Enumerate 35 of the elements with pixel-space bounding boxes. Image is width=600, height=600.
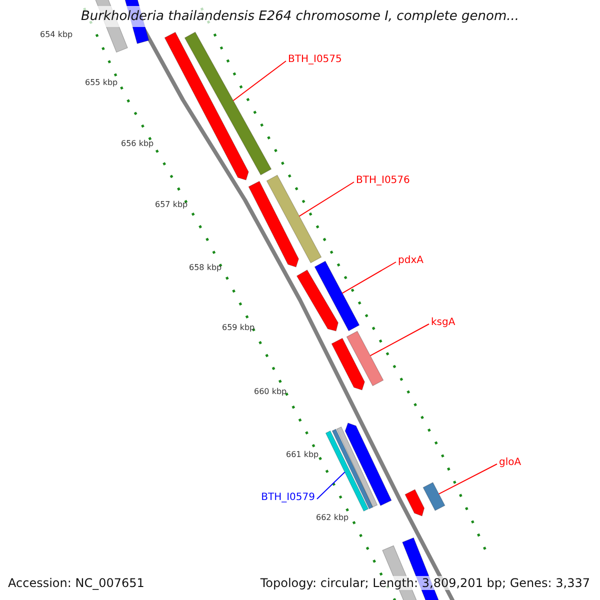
leader-line: [370, 324, 430, 356]
gene-bar: [296, 270, 338, 332]
kbp-tick-label: 656 kbp: [121, 139, 154, 148]
gene-bar: [404, 489, 425, 516]
gene-bar: [164, 32, 249, 180]
gene-bar: [314, 260, 360, 332]
gene-bar: [344, 422, 392, 506]
gene-label: ksgA: [431, 317, 456, 328]
accession-text: Accession: NC_007651: [8, 576, 144, 590]
kbp-tick-label: 660 kbp: [254, 387, 287, 396]
leader-line: [438, 464, 498, 494]
leader-line: [232, 60, 286, 102]
gene-bar: [248, 180, 299, 268]
gene-label: BTH_I0575: [288, 54, 342, 65]
gene-bar: [266, 174, 322, 264]
kbp-tick-label: 662 kbp: [316, 513, 349, 522]
gene-label: BTH_I0576: [356, 175, 410, 186]
leader-line: [342, 262, 396, 294]
kbp-tick-label: 657 kbp: [155, 200, 188, 209]
gene-bar: [422, 482, 446, 511]
gene-label: pdxA: [398, 255, 424, 266]
kbp-tick-label: 654 kbp: [40, 30, 73, 39]
gene-label: BTH_I0579: [261, 492, 315, 503]
gene-label: gloA: [499, 457, 522, 468]
kbp-tick-label: 658 kbp: [189, 263, 222, 272]
gene-bar: [331, 338, 365, 390]
gene-bar: [184, 32, 272, 176]
leader-line: [298, 182, 354, 217]
kbp-tick-label: 655 kbp: [85, 78, 118, 87]
kbp-tick-label: 659 kbp: [222, 323, 255, 332]
leader-line: [316, 472, 346, 500]
kbp-tick-label: 661 kbp: [286, 450, 319, 459]
genome-stats-text: Topology: circular; Length: 3,809,201 bp; Genes: 3,337: [260, 576, 590, 590]
gene-bar: [325, 430, 369, 512]
gene-bar: [346, 330, 384, 386]
